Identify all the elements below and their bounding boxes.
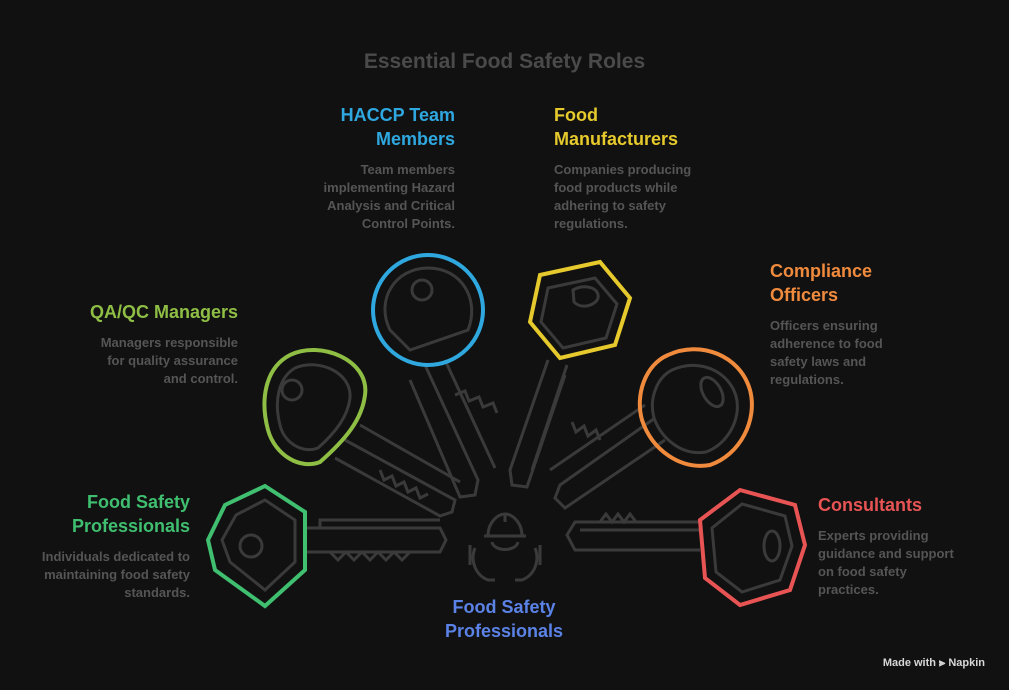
role-food-manufacturers: Food Manufacturers Companies producing f… bbox=[554, 103, 744, 233]
desc-line: food products while bbox=[554, 180, 678, 195]
key-food-safety-professionals bbox=[205, 483, 448, 609]
role-heading-line1: HACCP Team bbox=[340, 105, 455, 125]
key-food-manufacturers bbox=[508, 259, 633, 489]
desc-line: and control. bbox=[163, 371, 238, 386]
key-compliance-officers bbox=[549, 347, 754, 510]
key-consultants bbox=[565, 487, 808, 608]
page-title: Essential Food Safety Roles bbox=[363, 50, 646, 73]
desc-line: guidance and support bbox=[818, 546, 954, 561]
desc-line: practices. bbox=[818, 582, 879, 597]
desc-line: regulations. bbox=[770, 372, 844, 387]
role-description: Officers ensuring adherence to food safe… bbox=[770, 317, 970, 389]
worker-hands-icon bbox=[468, 512, 542, 582]
role-description: Companies producing food products while … bbox=[554, 161, 744, 233]
role-heading-line1: Consultants bbox=[818, 495, 923, 515]
center-label-line1: Food Safety bbox=[452, 597, 556, 617]
role-qa-qc-managers: QA/QC Managers Managers responsible for … bbox=[40, 300, 238, 388]
desc-line: implementing Hazard bbox=[323, 180, 455, 195]
role-heading-line1: Compliance bbox=[770, 261, 873, 281]
key-haccp-team-members bbox=[371, 253, 499, 499]
role-heading-line2: Manufacturers bbox=[554, 129, 679, 149]
role-heading-line2: Professionals bbox=[71, 516, 190, 536]
desc-line: Experts providing bbox=[818, 528, 929, 543]
desc-line: maintaining food safety bbox=[44, 567, 190, 582]
desc-line: adhering to safety bbox=[554, 198, 666, 213]
desc-line: Officers ensuring bbox=[770, 318, 878, 333]
desc-line: adherence to food bbox=[770, 336, 883, 351]
role-food-safety-professionals: Food Safety Professionals Individuals de… bbox=[10, 490, 190, 602]
key-qa-qc-managers bbox=[262, 348, 461, 518]
role-compliance-officers: Compliance Officers Officers ensuring ad… bbox=[770, 259, 970, 389]
role-consultants: Consultants Experts providing guidance a… bbox=[818, 493, 998, 599]
role-description: Team members implementing Hazard Analysi… bbox=[280, 161, 455, 233]
desc-line: on food safety bbox=[818, 564, 907, 579]
role-heading-line1: Food Safety bbox=[86, 492, 190, 512]
role-description: Experts providing guidance and support o… bbox=[818, 527, 998, 599]
desc-line: Individuals dedicated to bbox=[41, 549, 190, 564]
role-heading-line2: Members bbox=[375, 129, 455, 149]
desc-line: safety laws and bbox=[770, 354, 867, 369]
desc-line: standards. bbox=[124, 585, 190, 600]
center-label-line2: Professionals bbox=[444, 621, 564, 641]
made-with-napkin-badge[interactable]: Made with ⫸ Napkin bbox=[882, 657, 985, 669]
desc-line: Companies producing bbox=[554, 162, 692, 177]
center-label: Food Safety Professionals bbox=[404, 595, 604, 643]
role-description: Managers responsible for quality assuran… bbox=[40, 334, 238, 388]
desc-line: Analysis and Critical bbox=[327, 198, 455, 213]
desc-line: Managers responsible bbox=[100, 335, 238, 350]
desc-line: regulations. bbox=[554, 216, 628, 231]
role-haccp-team-members: HACCP Team Members Team members implemen… bbox=[280, 103, 455, 233]
role-heading-line1: Food bbox=[554, 105, 598, 125]
desc-line: for quality assurance bbox=[107, 353, 238, 368]
desc-line: Team members bbox=[360, 162, 455, 177]
role-description: Individuals dedicated to maintaining foo… bbox=[10, 548, 190, 602]
role-heading-line2: Officers bbox=[770, 285, 839, 305]
desc-line: Control Points. bbox=[361, 216, 455, 231]
role-heading-line1: QA/QC Managers bbox=[89, 302, 238, 322]
